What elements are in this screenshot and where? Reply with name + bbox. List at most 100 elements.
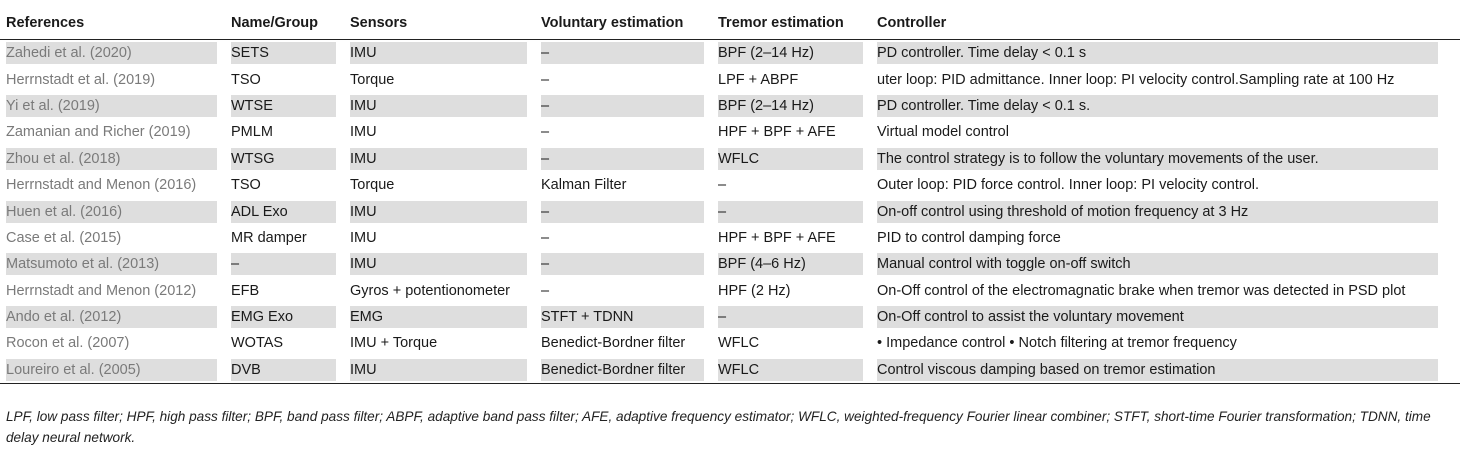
cell-tremor-estimation: – (712, 172, 871, 198)
cell-text: IMU (350, 94, 527, 117)
cell-text: EMG Exo (231, 306, 336, 329)
cell-voluntary-estimation: Benedict-Bordner filter (535, 357, 712, 385)
cell-name-group: TSO (225, 172, 344, 198)
cell-sensors: IMU (344, 357, 535, 385)
cell-text: Torque (350, 177, 395, 194)
cell-text: Herrnstadt and Menon (2012) (6, 282, 197, 299)
cell-text: IMU (350, 42, 527, 65)
cell-tremor-estimation: HPF (2 Hz) (712, 278, 871, 304)
cell-text: WFLC (718, 147, 863, 170)
cell-text: Control viscous damping based on tremor … (877, 358, 1438, 381)
cell-name-group: ADL Exo (225, 198, 344, 224)
table-row: Matsumoto et al. (2013)–IMU–BPF (4–6 Hz)… (0, 251, 1460, 277)
cell-sensors: IMU (344, 251, 535, 277)
cell-references: Zhou et al. (2018) (0, 146, 225, 172)
cell-references: Ando et al. (2012) (0, 304, 225, 330)
cell-voluntary-estimation: – (535, 119, 712, 145)
cell-text: WFLC (718, 335, 760, 352)
cell-tremor-estimation: WFLC (712, 330, 871, 356)
cell-text: uter loop: PID admittance. Inner loop: P… (877, 71, 1395, 88)
cell-name-group: WOTAS (225, 330, 344, 356)
cell-tremor-estimation: BPF (2–14 Hz) (712, 40, 871, 66)
cell-controller: PD controller. Time delay < 0.1 s (871, 40, 1460, 66)
cell-text: Zamanian and Richer (2019) (6, 124, 191, 141)
cell-text: TSO (231, 71, 261, 88)
cell-tremor-estimation: WFLC (712, 357, 871, 385)
cell-voluntary-estimation: – (535, 93, 712, 119)
cell-voluntary-estimation: STFT + TDNN (535, 304, 712, 330)
cell-text: Case et al. (2015) (6, 229, 122, 246)
cell-text: ADL Exo (231, 200, 336, 223)
cell-text: IMU (350, 147, 527, 170)
cell-text: PMLM (231, 124, 273, 141)
cell-text: – (541, 200, 704, 223)
cell-text: Gyros + potentionometer (350, 282, 510, 299)
cell-name-group: – (225, 251, 344, 277)
cell-text: BPF (2–14 Hz) (718, 42, 863, 65)
cell-sensors: IMU (344, 93, 535, 119)
cell-name-group: DVB (225, 357, 344, 385)
header-name-group: Name/Group (225, 6, 344, 40)
table-row: Herrnstadt and Menon (2016) TSO Torque Kalm… (0, 172, 1460, 198)
cell-voluntary-estimation: – (535, 146, 712, 172)
cell-voluntary-estimation: – (535, 40, 712, 66)
cell-text: WTSG (231, 147, 336, 170)
cell-text: STFT + TDNN (541, 306, 704, 329)
cell-text: – (541, 42, 704, 65)
cell-text: IMU (350, 124, 377, 141)
cell-voluntary-estimation: Benedict-Bordner filter (535, 330, 712, 356)
cell-text: • Impedance control • Notch filtering at… (877, 335, 1237, 352)
cell-text: EMG (350, 306, 527, 329)
cell-sensors: IMU (344, 225, 535, 251)
cell-sensors: IMU (344, 40, 535, 66)
cell-references: Herrnstadt and Menon (2012) (0, 278, 225, 304)
cell-voluntary-estimation: – (535, 66, 712, 92)
cell-text: Herrnstadt et al. (2019) (6, 71, 156, 88)
cell-text: Ando et al. (2012) (6, 306, 217, 329)
cell-text: – (541, 229, 550, 246)
cell-text: The control strategy is to follow the vo… (877, 147, 1438, 170)
cell-name-group: MR damper (225, 225, 344, 251)
cell-text: MR damper (231, 229, 307, 246)
cell-text: Manual control with toggle on-off switch (877, 253, 1438, 276)
table-footnote: LPF, low pass filter; HPF, high pass fil… (6, 409, 1431, 445)
table-row: Zhou et al. (2018) WTSG IMU–WFLC The contro… (0, 146, 1460, 172)
cell-references: Zamanian and Richer (2019) (0, 119, 225, 145)
cell-text: LPF + ABPF (718, 71, 799, 88)
cell-references: Huen et al. (2016) (0, 198, 225, 224)
cell-text: On-Off control to assist the voluntary m… (877, 306, 1438, 329)
cell-voluntary-estimation: – (535, 251, 712, 277)
cell-text: Yi et al. (2019) (6, 94, 217, 117)
cell-text: – (541, 124, 550, 141)
cell-name-group: PMLM (225, 119, 344, 145)
cell-text: – (718, 200, 863, 223)
cell-name-group: EMG Exo (225, 304, 344, 330)
cell-text: Kalman Filter (541, 177, 627, 194)
cell-text: – (541, 94, 704, 117)
cell-controller: Control viscous damping based on tremor … (871, 357, 1460, 385)
header-voluntary-estimation: Voluntary estimation (535, 6, 712, 40)
cell-text: Loureiro et al. (2005) (6, 358, 217, 381)
cell-name-group: TSO (225, 66, 344, 92)
cell-text: Outer loop: PID force control. Inner loo… (877, 177, 1260, 194)
cell-sensors: IMU (344, 146, 535, 172)
cell-references: Matsumoto et al. (2013) (0, 251, 225, 277)
cell-name-group: SETS (225, 40, 344, 66)
cell-text: Herrnstadt and Menon (2016) (6, 177, 197, 194)
cell-text: Virtual model control (877, 124, 1009, 141)
cell-text: – (541, 282, 550, 299)
cell-text: PID to control damping force (877, 229, 1061, 246)
cell-text: IMU + Torque (350, 335, 438, 352)
cell-text: Zhou et al. (2018) (6, 147, 217, 170)
cell-references: Loureiro et al. (2005) (0, 357, 225, 385)
cell-text: IMU (350, 200, 527, 223)
cell-tremor-estimation: HPF + BPF + AFE (712, 119, 871, 145)
cell-text: EFB (231, 282, 260, 299)
header-references: References (0, 6, 225, 40)
cell-sensors: IMU (344, 198, 535, 224)
header-sensors: Sensors (344, 6, 535, 40)
